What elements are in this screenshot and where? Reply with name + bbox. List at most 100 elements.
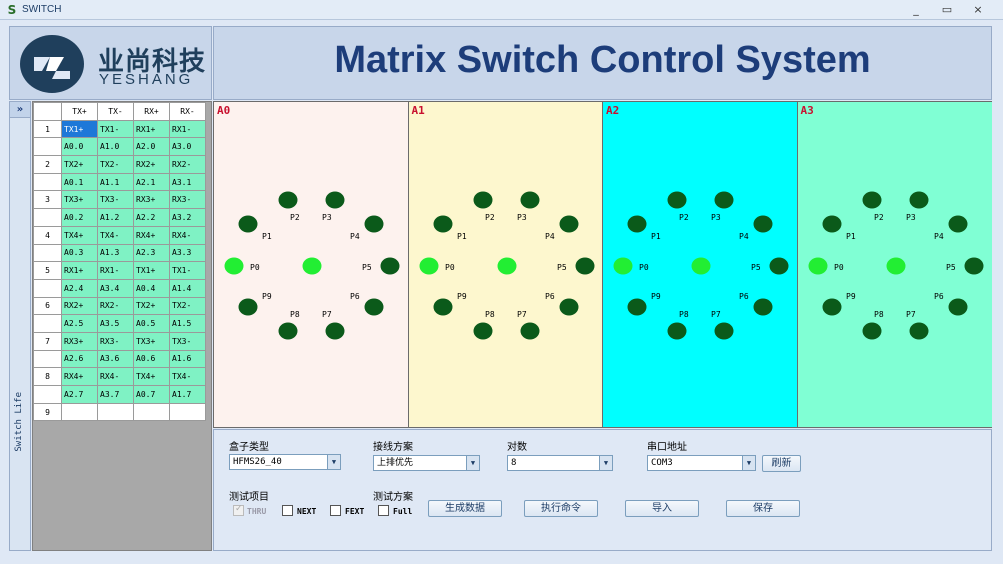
table-cell[interactable]: A0.3 xyxy=(61,243,98,263)
table-cell[interactable] xyxy=(133,402,170,422)
table-cell[interactable]: A3.4 xyxy=(97,278,134,298)
chevron-down-icon[interactable]: ▼ xyxy=(599,456,612,470)
table-cell[interactable]: A1.4 xyxy=(169,278,206,298)
table-cell[interactable]: A1.7 xyxy=(169,385,206,404)
table-cell[interactable]: A3.6 xyxy=(97,349,134,369)
save-button[interactable]: 保存 xyxy=(726,500,800,517)
row-header[interactable]: 2 xyxy=(33,155,62,174)
port-p3-indicator[interactable] xyxy=(714,191,734,209)
table-cell[interactable]: RX3+ xyxy=(133,190,170,210)
table-cell[interactable]: TX4- xyxy=(97,225,134,245)
table-cell[interactable] xyxy=(97,402,134,422)
port-p2-indicator[interactable] xyxy=(667,191,687,209)
expand-icon[interactable]: » xyxy=(10,102,30,118)
row-header[interactable] xyxy=(33,349,62,369)
table-cell[interactable]: RX2+ xyxy=(133,155,170,174)
port-p7-indicator[interactable] xyxy=(909,322,928,340)
port-p2-indicator[interactable] xyxy=(278,191,298,209)
table-cell[interactable] xyxy=(61,402,98,422)
port-p5-indicator[interactable] xyxy=(575,257,594,275)
table-cell[interactable]: A0.1 xyxy=(61,172,98,192)
port-p9-indicator[interactable] xyxy=(433,298,452,316)
table-cell[interactable]: RX2- xyxy=(169,155,206,174)
maximize-button[interactable]: ▭ xyxy=(941,3,953,16)
table-cell[interactable]: A0.2 xyxy=(61,208,98,227)
table-cell[interactable]: RX1- xyxy=(97,261,134,280)
port-p9-indicator[interactable] xyxy=(627,298,647,316)
row-header[interactable]: 4 xyxy=(33,225,62,245)
port-p0-indicator[interactable] xyxy=(808,257,827,275)
port-p4-indicator[interactable] xyxy=(948,215,967,233)
port-p6-indicator[interactable] xyxy=(948,298,967,316)
port-p8-indicator[interactable] xyxy=(473,322,492,340)
port-p8-indicator[interactable] xyxy=(278,322,298,340)
table-cell[interactable]: A2.2 xyxy=(133,208,170,227)
port-p1-indicator[interactable] xyxy=(627,215,647,233)
table-cell[interactable]: A2.5 xyxy=(61,314,98,333)
table-cell[interactable]: A1.5 xyxy=(169,314,206,333)
table-cell[interactable]: TX2+ xyxy=(133,296,170,316)
table-cell[interactable]: A3.3 xyxy=(169,243,206,263)
wiring-select[interactable]: 上排优先 ▼ xyxy=(373,455,480,471)
table-cell[interactable]: A1.0 xyxy=(97,137,134,157)
table-cell[interactable]: TX4- xyxy=(169,367,206,386)
row-header[interactable]: 8 xyxy=(33,367,62,386)
port-p0-indicator[interactable] xyxy=(419,257,438,275)
table-cell[interactable]: A1.2 xyxy=(97,208,134,227)
port-p6-indicator[interactable] xyxy=(753,298,773,316)
table-cell[interactable]: A2.1 xyxy=(133,172,170,192)
row-header[interactable]: 6 xyxy=(33,296,62,316)
port-p1-indicator[interactable] xyxy=(822,215,841,233)
table-cell[interactable]: RX2+ xyxy=(61,296,98,316)
port-p0-indicator[interactable] xyxy=(613,257,633,275)
port-p4-indicator[interactable] xyxy=(753,215,773,233)
port-p7-indicator[interactable] xyxy=(520,322,539,340)
table-cell[interactable]: TX1- xyxy=(169,261,206,280)
port-p2-indicator[interactable] xyxy=(862,191,881,209)
port-p5-indicator[interactable] xyxy=(964,257,983,275)
execute-command-button[interactable]: 执行命令 xyxy=(524,500,598,517)
table-cell[interactable]: TX1+ xyxy=(133,261,170,280)
table-cell[interactable]: RX4- xyxy=(97,367,134,386)
port-p7-indicator[interactable] xyxy=(714,322,734,340)
box-type-select[interactable]: HFMS26_40 ▼ xyxy=(229,454,341,470)
table-cell[interactable]: A3.2 xyxy=(169,208,206,227)
next-checkbox[interactable] xyxy=(282,505,293,516)
table-cell[interactable]: A3.5 xyxy=(97,314,134,333)
minimize-button[interactable]: _ xyxy=(913,3,919,16)
refresh-button[interactable]: 刷新 xyxy=(762,455,801,472)
fext-checkbox[interactable] xyxy=(330,505,341,516)
table-cell[interactable]: TX3- xyxy=(97,190,134,210)
row-header[interactable]: 3 xyxy=(33,190,62,210)
table-cell[interactable]: TX2- xyxy=(97,155,134,174)
table-cell[interactable]: RX1+ xyxy=(61,261,98,280)
import-button[interactable]: 导入 xyxy=(625,500,699,517)
port-p6-indicator[interactable] xyxy=(559,298,578,316)
table-cell[interactable]: RX1- xyxy=(169,119,206,139)
row-header[interactable] xyxy=(33,385,62,404)
table-cell[interactable]: TX3+ xyxy=(61,190,98,210)
table-cell[interactable]: A0.5 xyxy=(133,314,170,333)
port-p1-indicator[interactable] xyxy=(433,215,452,233)
row-header[interactable] xyxy=(33,172,62,192)
table-cell[interactable]: RX2- xyxy=(97,296,134,316)
port-p3-indicator[interactable] xyxy=(909,191,928,209)
port-p5-indicator[interactable] xyxy=(380,257,400,275)
chevron-down-icon[interactable]: ▼ xyxy=(327,455,340,469)
row-header[interactable] xyxy=(33,137,62,157)
table-cell[interactable]: RX3- xyxy=(169,190,206,210)
table-cell[interactable]: RX3- xyxy=(97,331,134,351)
port-p8-indicator[interactable] xyxy=(862,322,881,340)
table-cell[interactable]: TX1+ xyxy=(61,119,98,139)
row-header[interactable] xyxy=(33,243,62,263)
table-cell[interactable] xyxy=(169,402,206,422)
table-cell[interactable]: A2.0 xyxy=(133,137,170,157)
table-cell[interactable]: RX4+ xyxy=(61,367,98,386)
port-p4-indicator[interactable] xyxy=(364,215,384,233)
table-cell[interactable]: A1.6 xyxy=(169,349,206,369)
table-cell[interactable]: RX4- xyxy=(169,225,206,245)
row-header[interactable] xyxy=(33,208,62,227)
table-cell[interactable]: TX3+ xyxy=(133,331,170,351)
pairs-select[interactable]: 8 ▼ xyxy=(507,455,613,471)
table-cell[interactable]: A1.3 xyxy=(97,243,134,263)
